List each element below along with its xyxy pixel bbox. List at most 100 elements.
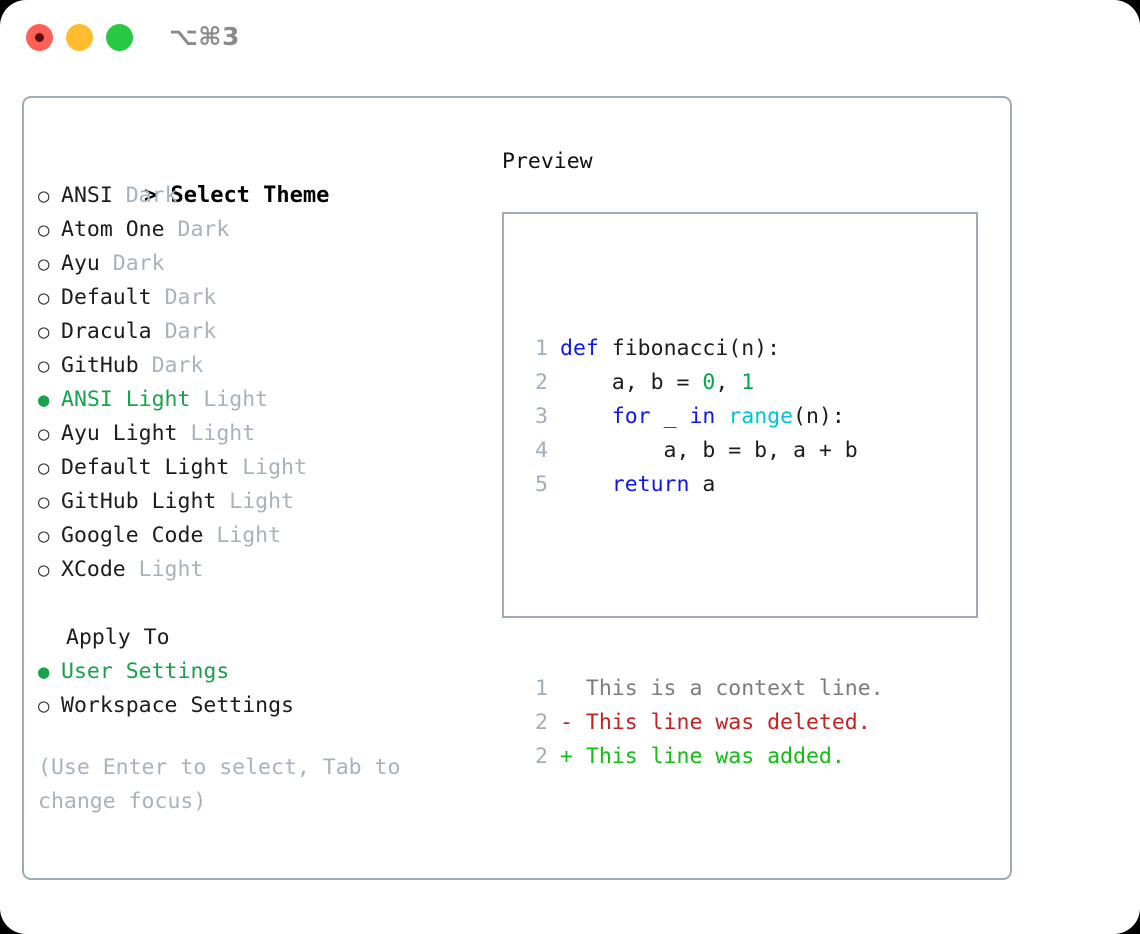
theme-item-label: ANSI	[61, 183, 126, 208]
line-number: 4	[535, 438, 548, 463]
theme-item-atom-one[interactable]: ○Atom One Dark	[38, 213, 488, 247]
theme-picker-header-label: > Select Theme	[143, 183, 330, 208]
radio-unselected-icon: ○	[38, 185, 50, 207]
line-number: 1	[535, 676, 548, 701]
preview-column: Preview 1 def fibonacci(n): 2 a, b = 0, 1 3…	[502, 145, 992, 769]
theme-item-ansi-light[interactable]: ● ANSI Light Light	[38, 383, 488, 417]
code-token	[715, 404, 728, 429]
apply-to-list: ●User Settings ○ Workspace Settings	[38, 655, 488, 723]
theme-item-variant: Dark	[164, 319, 217, 344]
code-sample: 1 def fibonacci(n): 2 a, b = 0, 1 3 for _ i…	[524, 332, 884, 502]
radio-unselected-icon: ○	[38, 559, 50, 581]
theme-item-variant: Dark	[125, 183, 178, 208]
theme-item-variant: Light	[190, 421, 256, 446]
code-token: _	[650, 404, 690, 429]
code-token: ,	[715, 370, 742, 395]
theme-item-ansi[interactable]: ○ ANSI Dark	[38, 179, 488, 213]
theme-item-variant: Light	[216, 523, 282, 548]
theme-item-dracula[interactable]: ○ Dracula Dark	[38, 315, 488, 349]
theme-item-label: GitHub Light	[61, 489, 230, 514]
theme-item-default-light[interactable]: ○ Default Light Light	[38, 451, 488, 485]
theme-item-label: ANSI Light	[61, 387, 204, 412]
radio-selected-icon: ●	[38, 389, 50, 411]
close-button[interactable]	[26, 24, 53, 51]
apply-to-label: Apply To	[66, 625, 170, 650]
diff-marker: +	[560, 744, 586, 769]
line-number: 3	[535, 404, 548, 429]
line-number: 1	[535, 336, 548, 361]
code-diff-spacer	[524, 570, 884, 604]
diff-line: 1 This is a context line.	[524, 672, 884, 706]
title-bar: ⌥⌘3	[0, 0, 1140, 78]
diff-sample: 1 This is a context line.2- This line wa…	[524, 672, 884, 774]
theme-item-label: Default Light	[61, 455, 243, 480]
preview-title: Preview	[502, 149, 593, 174]
theme-item-variant: Light	[138, 557, 204, 582]
theme-item-variant: Dark	[151, 353, 204, 378]
line-number: 2	[535, 710, 548, 735]
diff-text: This is a context line.	[585, 676, 884, 701]
theme-item-ayu[interactable]: ○Ayu Dark	[38, 247, 488, 281]
code-token: in	[689, 404, 716, 429]
code-line: 3 for _ in range(n):	[524, 400, 884, 434]
radio-unselected-icon: ○	[38, 355, 50, 377]
apply-to-option-label: Workspace Settings	[61, 693, 294, 718]
radio-unselected-icon: ○	[38, 457, 50, 479]
code-token: (n):	[793, 404, 845, 429]
theme-item-xcode[interactable]: ○ XCode Light	[38, 553, 488, 587]
theme-list: ○ANSI Dark○Atom One Dark○Ayu Dark○Defaul…	[38, 179, 488, 587]
code-token: 0	[702, 370, 716, 395]
apply-to-option-workspace-settings[interactable]: ○ Workspace Settings	[38, 689, 488, 723]
theme-item-variant: Light	[242, 455, 307, 480]
theme-item-label: GitHub	[61, 353, 152, 378]
diff-line: 2- This line was deleted.	[524, 706, 884, 740]
code-token: fibonacci(n):	[598, 336, 781, 361]
code-token: a, b = b, a + b	[560, 438, 858, 463]
preview-box: 1 def fibonacci(n): 2 a, b = 0, 1 3 for _ i…	[502, 212, 978, 769]
radio-unselected-icon: ○	[38, 321, 50, 343]
line-number: 5	[535, 472, 548, 497]
theme-item-label: Ayu Light	[61, 421, 191, 446]
radio-unselected-icon: ○	[38, 253, 50, 275]
diff-marker	[560, 676, 586, 701]
list-spacer	[38, 587, 488, 621]
theme-item-variant: Light	[229, 489, 295, 514]
keyboard-hint: (Use Enter to select, Tab to change focu…	[38, 755, 414, 814]
radio-selected-icon: ●	[38, 661, 50, 683]
minimize-button[interactable]	[66, 24, 93, 51]
theme-item-github[interactable]: ○ GitHub Dark	[38, 349, 488, 383]
code-token: a	[689, 472, 716, 497]
theme-item-default[interactable]: ○ Default Dark	[38, 281, 488, 315]
window-controls	[26, 24, 133, 51]
diff-line: 2+ This line was added.	[524, 740, 884, 774]
theme-item-variant: Light	[203, 387, 269, 412]
theme-item-label: XCode	[61, 557, 139, 582]
theme-item-label: Default	[61, 285, 165, 310]
theme-item-variant: Dark	[112, 251, 165, 276]
code-token: def	[560, 336, 599, 361]
code-line: 5 return a	[524, 468, 884, 502]
apply-to-option-user-settings[interactable]: ●User Settings	[38, 655, 488, 689]
line-number: 2	[535, 744, 548, 769]
radio-unselected-icon: ○	[38, 287, 50, 309]
theme-item-label: Google Code	[61, 523, 217, 548]
theme-item-google-code[interactable]: ○Google Code Light	[38, 519, 488, 553]
code-line: 1 def fibonacci(n):	[524, 332, 884, 366]
theme-item-ayu-light[interactable]: ○Ayu Light Light	[38, 417, 488, 451]
code-token: a, b =	[560, 370, 703, 395]
radio-unselected-icon: ○	[38, 491, 50, 513]
code-token	[560, 472, 612, 497]
theme-item-label: Dracula	[61, 319, 165, 344]
code-token: 1	[741, 370, 755, 395]
theme-picker-column: > Select Theme ○ANSI Dark○Atom One Dark○…	[38, 145, 488, 819]
radio-unselected-icon: ○	[38, 695, 50, 717]
line-number: 2	[535, 370, 548, 395]
maximize-button[interactable]	[106, 24, 133, 51]
radio-unselected-icon: ○	[38, 219, 50, 241]
main-panel: > Select Theme ○ANSI Dark○Atom One Dark○…	[22, 96, 1012, 880]
theme-item-github-light[interactable]: ○ GitHub Light Light	[38, 485, 488, 519]
diff-text: This line was deleted.	[585, 710, 871, 735]
theme-item-variant: Dark	[177, 217, 230, 242]
theme-item-variant: Dark	[164, 285, 217, 310]
